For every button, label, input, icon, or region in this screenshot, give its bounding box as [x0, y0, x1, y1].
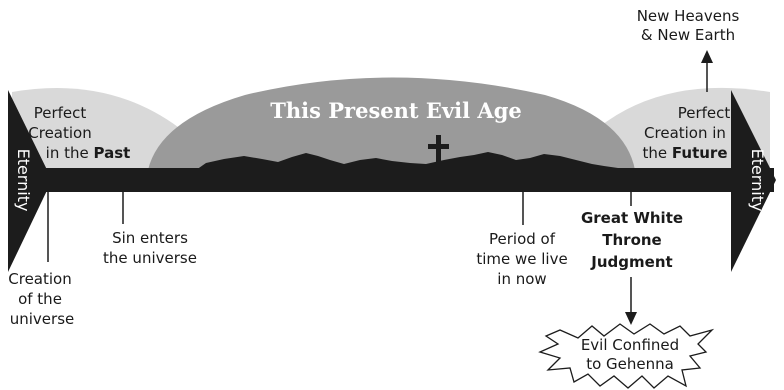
evil-age-dome — [148, 78, 635, 171]
creation-line1: Creation — [8, 270, 71, 288]
new-heavens-line2: & New Earth — [641, 26, 735, 44]
judgment-line3: Judgment — [590, 253, 672, 271]
judgment-line2: Throne — [602, 231, 661, 249]
evil-confined-line2: to Gehenna — [586, 355, 674, 373]
creation-line2: of the — [18, 290, 62, 308]
perfect-past-line3: in the Past — [46, 144, 131, 162]
judgment-line1: Great White — [581, 209, 683, 227]
sin-enters-line1: Sin enters — [112, 229, 188, 247]
new-heavens-line1: New Heavens — [637, 7, 740, 25]
period-line1: Period of — [489, 230, 556, 248]
creation-line3: universe — [10, 310, 75, 328]
cross-vertical — [436, 135, 441, 164]
eternity-left-label: Eternity — [14, 149, 33, 212]
judgment-arrow-head — [625, 312, 637, 325]
eternity-right-label: Eternity — [748, 149, 767, 212]
perfect-future-line3: the Future — [643, 144, 728, 162]
cross-horizontal — [428, 144, 449, 149]
new-heavens-arrow-head — [701, 50, 713, 63]
perfect-future-line1: Perfect — [678, 104, 731, 122]
perfect-future-line2: Creation in — [644, 124, 726, 142]
period-line3: in now — [497, 270, 546, 288]
sin-enters-line2: the universe — [103, 249, 197, 267]
perfect-past-line1: Perfect — [34, 104, 87, 122]
evil-age-title: This Present Evil Age — [270, 98, 522, 123]
timeline-bar — [12, 168, 774, 192]
perfect-past-line2: Creation — [28, 124, 91, 142]
period-line2: time we live — [476, 250, 567, 268]
evil-confined-line1: Evil Confined — [581, 336, 679, 354]
